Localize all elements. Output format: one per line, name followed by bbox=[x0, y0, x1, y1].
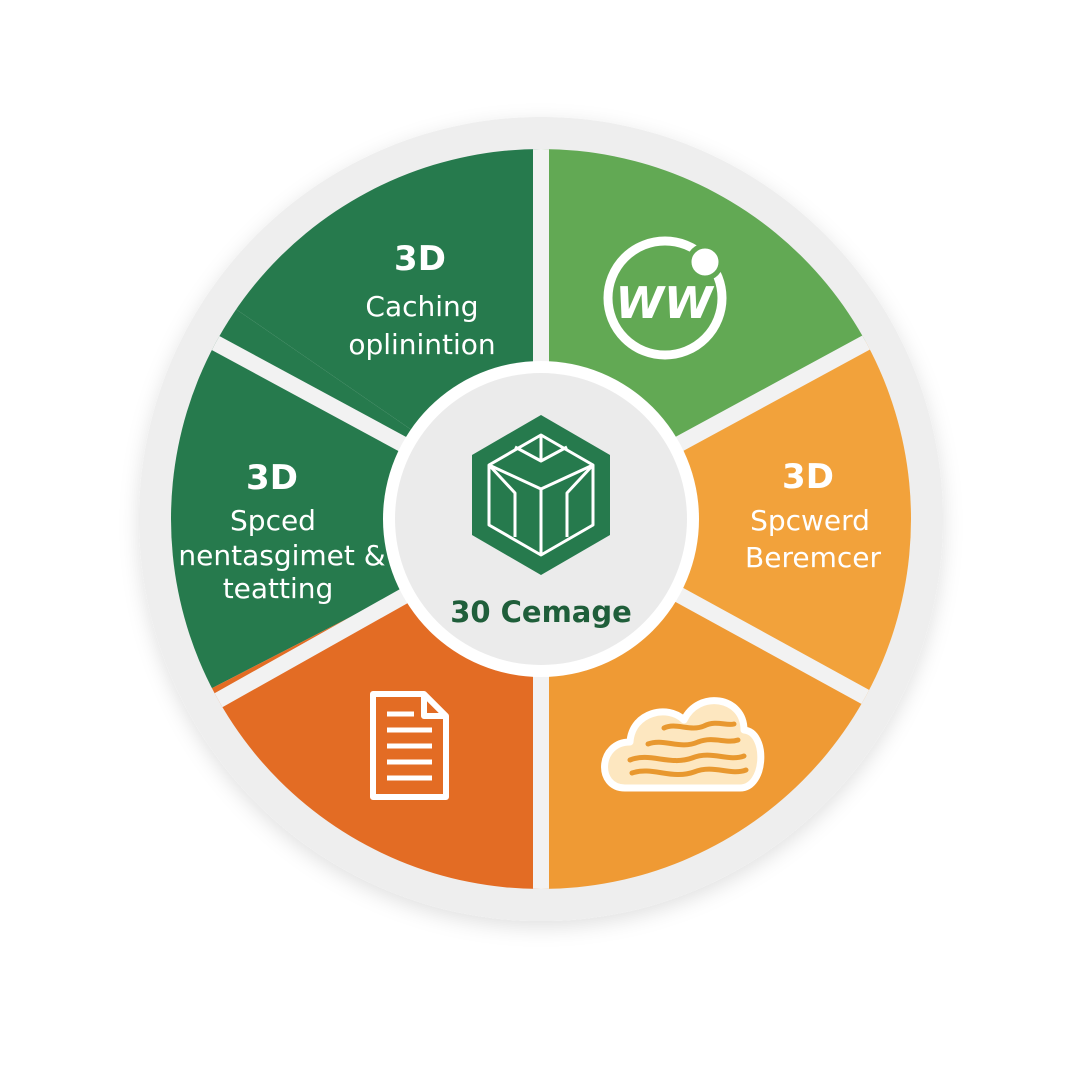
hub-label: 30 Cemage bbox=[450, 595, 632, 629]
segment-right bbox=[541, 300, 911, 740]
segment-left-line-3: teatting bbox=[223, 572, 334, 605]
segment-top-left-line-2: oplinintion bbox=[348, 328, 495, 361]
segment-left-title: 3D bbox=[246, 458, 298, 498]
segment-top-left-title: 3D bbox=[394, 239, 446, 279]
cloud-icon bbox=[601, 697, 765, 792]
segment-left-line-1: Spced bbox=[230, 504, 316, 537]
segment-right-text: 3D Spcwerd Beremcer bbox=[745, 457, 881, 574]
segment-right-line-2: Beremcer bbox=[745, 541, 881, 574]
segment-left-text: 3D Spced nentasgimet & teatting bbox=[178, 458, 385, 605]
cube-hexagon-icon bbox=[472, 415, 610, 575]
segment-left-line-2: nentasgimet & bbox=[178, 539, 385, 572]
segment-right-line-1: Spcwerd bbox=[750, 504, 870, 537]
segment-top-left-text: 3D Caching oplinintion bbox=[348, 239, 495, 361]
document-icon bbox=[370, 691, 449, 800]
segment-right-title: 3D bbox=[782, 457, 834, 497]
ww-logo-text: WW bbox=[615, 278, 715, 329]
ww-logo-icon: WW bbox=[603, 236, 727, 360]
segment-top-left-line-1: Caching bbox=[365, 290, 478, 323]
